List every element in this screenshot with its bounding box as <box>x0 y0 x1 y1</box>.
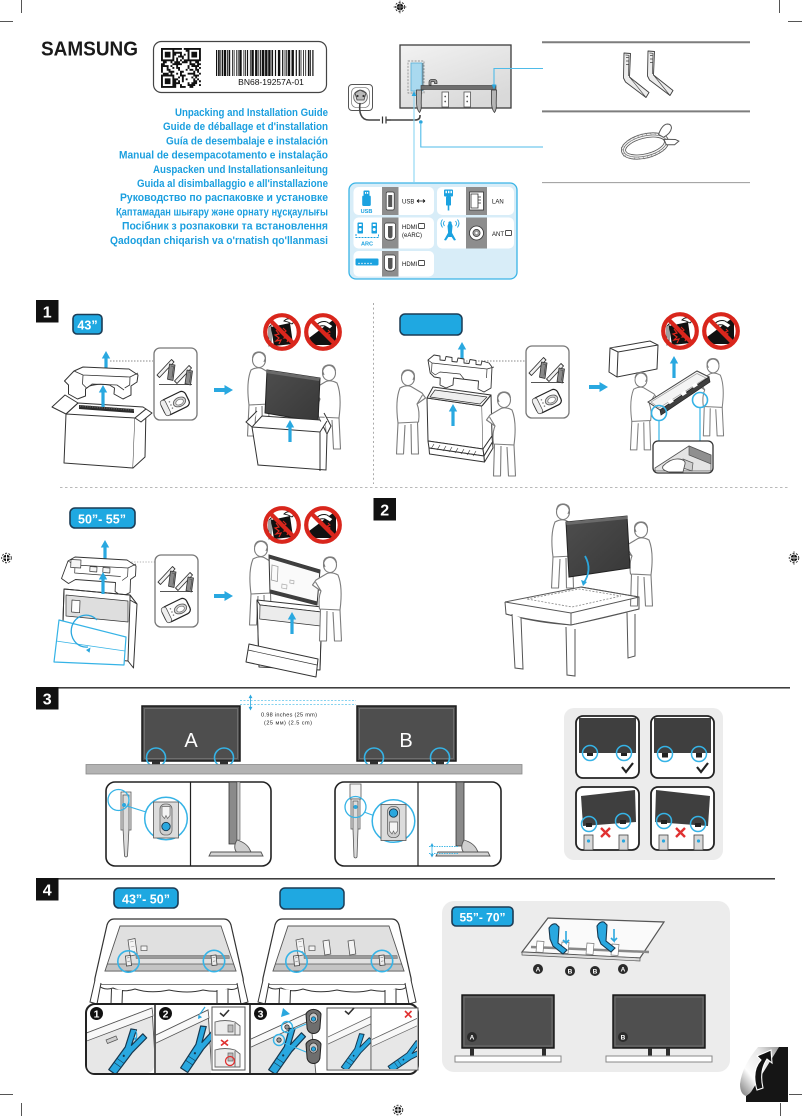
svg-text:Қаптамадан шығару және орнату: Қаптамадан шығару және орнату нұсқаулығы <box>116 206 328 218</box>
svg-text:SAMSUNG: SAMSUNG <box>41 39 138 61</box>
svg-text:43”: 43” <box>77 319 97 333</box>
svg-text:50”- 55”: 50”- 55” <box>78 513 126 527</box>
svg-text:B: B <box>568 969 573 976</box>
svg-text:A: A <box>470 1035 475 1042</box>
svg-text:A: A <box>536 967 541 974</box>
svg-text:4: 4 <box>43 883 52 900</box>
svg-text:LAN: LAN <box>492 200 504 206</box>
svg-text:ARC: ARC <box>361 242 373 248</box>
svg-text:USB: USB <box>361 209 373 215</box>
svg-text:Qadoqdan chiqarish va o'rnatis: Qadoqdan chiqarish va o'rnatish qo'llanm… <box>110 235 328 247</box>
svg-text:Manual de desempacotamento e i: Manual de desempacotamento e instalação <box>119 150 328 162</box>
svg-text:(25 мм) (2.5 cm): (25 мм) (2.5 cm) <box>264 721 312 727</box>
svg-text:2: 2 <box>380 503 389 520</box>
svg-text:2: 2 <box>163 1008 169 1020</box>
svg-text:HDMI: HDMI <box>402 225 418 231</box>
svg-text:1: 1 <box>94 1008 100 1020</box>
svg-text:3: 3 <box>258 1008 264 1020</box>
svg-text:Auspacken und Installationsanl: Auspacken und Installationsanleitung <box>153 164 328 176</box>
svg-text:43”- 50”: 43”- 50” <box>122 893 170 907</box>
svg-text:ANT: ANT <box>492 232 504 238</box>
svg-text:Guide de déballage et d'instal: Guide de déballage et d'installation <box>163 121 328 133</box>
svg-text:Unpacking and Installation Gui: Unpacking and Installation Guide <box>175 107 328 119</box>
svg-text:(eARC): (eARC) <box>402 233 422 239</box>
svg-text:B: B <box>621 1035 626 1042</box>
svg-text:USB: USB <box>402 200 414 206</box>
svg-text:B: B <box>593 969 598 976</box>
svg-text:Руководство по распаковке и ус: Руководство по распаковке и установке <box>120 192 328 204</box>
svg-text:55”- 70”: 55”- 70” <box>459 911 505 925</box>
svg-text:A: A <box>621 967 626 974</box>
svg-text:B: B <box>399 730 412 752</box>
svg-text:Guía de desembalaje e instalac: Guía de desembalaje e instalación <box>166 135 328 147</box>
svg-text:Посібник з розпаковки та встан: Посібник з розпаковки та встановлення <box>122 221 328 233</box>
svg-text:Guida al disimballaggio e all': Guida al disimballaggio e all'installazi… <box>137 178 328 190</box>
svg-text:3: 3 <box>43 692 52 709</box>
svg-text:1: 1 <box>43 305 52 322</box>
svg-text:A: A <box>184 730 198 752</box>
svg-text:BN68-19257A-01: BN68-19257A-01 <box>238 77 304 87</box>
svg-text:0.98 inches (25 mm): 0.98 inches (25 mm) <box>261 713 317 719</box>
svg-text:HDMI: HDMI <box>402 262 418 268</box>
